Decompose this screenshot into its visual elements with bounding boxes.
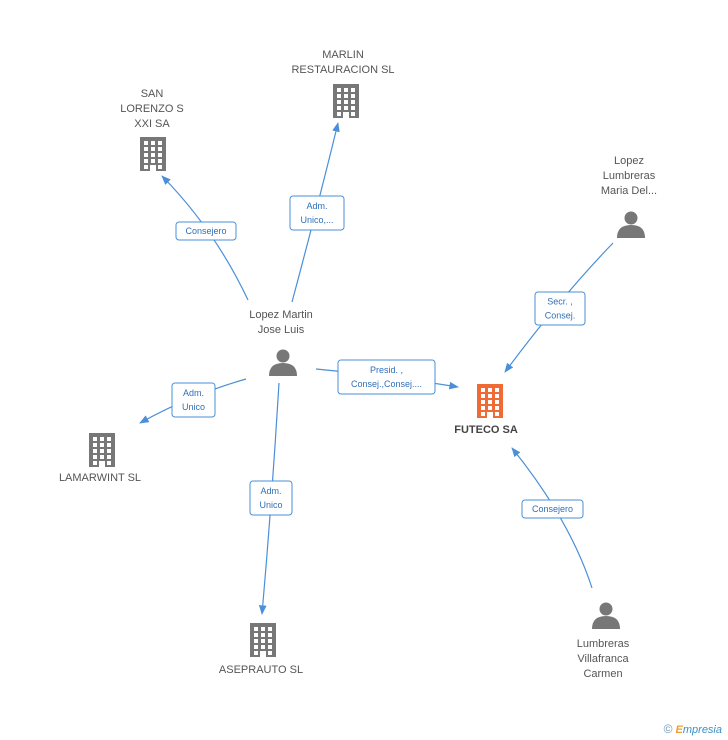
node-label: SAN <box>141 88 164 100</box>
node-label: LORENZO S <box>120 103 184 115</box>
node-label: ASEPRAUTO SL <box>219 664 303 676</box>
node-marlin[interactable]: MARLIN RESTAURACION SL <box>291 49 395 118</box>
edge-lumbreras-futeco: Consejero <box>511 447 593 589</box>
edge-lopezmartin-aseprauto: Adm. Unico <box>249 382 293 615</box>
main-company-building-icon[interactable] <box>477 384 503 418</box>
node-futeco[interactable]: FUTECO SA <box>454 384 518 436</box>
relation-label[interactable]: Adm. Unico,... <box>289 195 345 231</box>
relation-label-text: Adm. <box>260 486 281 496</box>
node-label: Maria Del... <box>601 185 657 197</box>
nodes-layer: MARLIN RESTAURACION SL SAN LORENZO S XXI SA L… <box>59 49 657 680</box>
relation-label[interactable]: Presid. , Consej.,Consej.... <box>337 359 436 395</box>
copyright-symbol: © <box>663 722 673 736</box>
node-label: MARLIN <box>322 49 364 61</box>
company-building-icon[interactable] <box>140 137 166 171</box>
relation-label[interactable]: Adm. Unico <box>249 480 293 516</box>
relation-label-text: Presid. , <box>370 365 403 375</box>
node-label: Lumbreras <box>577 638 630 650</box>
node-label: Villafranca <box>577 653 629 665</box>
company-building-icon[interactable] <box>89 433 115 467</box>
edge-lopezmartin-marlin: Adm. Unico,... <box>289 122 345 303</box>
brand-name: mpresia <box>682 724 722 736</box>
company-building-icon[interactable] <box>333 84 359 118</box>
node-label: Lopez <box>614 155 644 167</box>
relation-label[interactable]: Adm. Unico <box>171 382 216 418</box>
edge-lopezmartin-sanlorenzo: Consejero <box>161 175 249 301</box>
relation-label-text: Consejero <box>185 226 226 236</box>
relation-label-text: Unico <box>259 500 282 510</box>
relation-label-text: Adm. <box>306 201 327 211</box>
relation-label-text: Consej.,Consej.... <box>351 379 422 389</box>
brand-logo-initial: E <box>675 724 683 736</box>
node-label: Lopez Martin <box>249 309 313 321</box>
footer-brand: © Empresia <box>664 722 722 736</box>
relation-label-text: Secr. , <box>547 297 573 307</box>
relation-label-text: Unico <box>182 402 205 412</box>
relation-label-text: Consejero <box>532 504 573 514</box>
node-label: Jose Luis <box>258 324 305 336</box>
node-sanlorenzo[interactable]: SAN LORENZO S XXI SA <box>120 88 184 171</box>
edge-lopezmartin-lamarwint: Adm. Unico <box>139 378 247 424</box>
node-label: LAMARWINT SL <box>59 472 141 484</box>
relation-label[interactable]: Secr. , Consej. <box>534 291 586 326</box>
edge-lopezlumbreras-futeco: Secr. , Consej. <box>504 242 614 373</box>
person-icon[interactable] <box>592 602 620 630</box>
company-building-icon[interactable] <box>250 623 276 657</box>
relation-label[interactable]: Consejero <box>521 499 584 519</box>
edge-arrow <box>511 447 593 589</box>
node-label: XXI SA <box>134 118 170 130</box>
edge-lopezmartin-futeco: Presid. , Consej.,Consej.... <box>315 359 459 395</box>
relation-label-text: Consej. <box>545 311 576 321</box>
node-label: Carmen <box>583 668 622 680</box>
node-label: Lumbreras <box>603 170 656 182</box>
relation-label-text: Adm. <box>183 388 204 398</box>
node-label: RESTAURACION SL <box>291 64 394 76</box>
node-lamarwint[interactable]: LAMARWINT SL <box>59 433 141 484</box>
relation-label-text: Unico,... <box>300 215 333 225</box>
node-aseprauto[interactable]: ASEPRAUTO SL <box>219 623 303 676</box>
person-icon[interactable] <box>617 211 645 239</box>
person-icon[interactable] <box>269 349 297 377</box>
node-label: FUTECO SA <box>454 424 518 436</box>
relation-label[interactable]: Consejero <box>175 221 237 241</box>
